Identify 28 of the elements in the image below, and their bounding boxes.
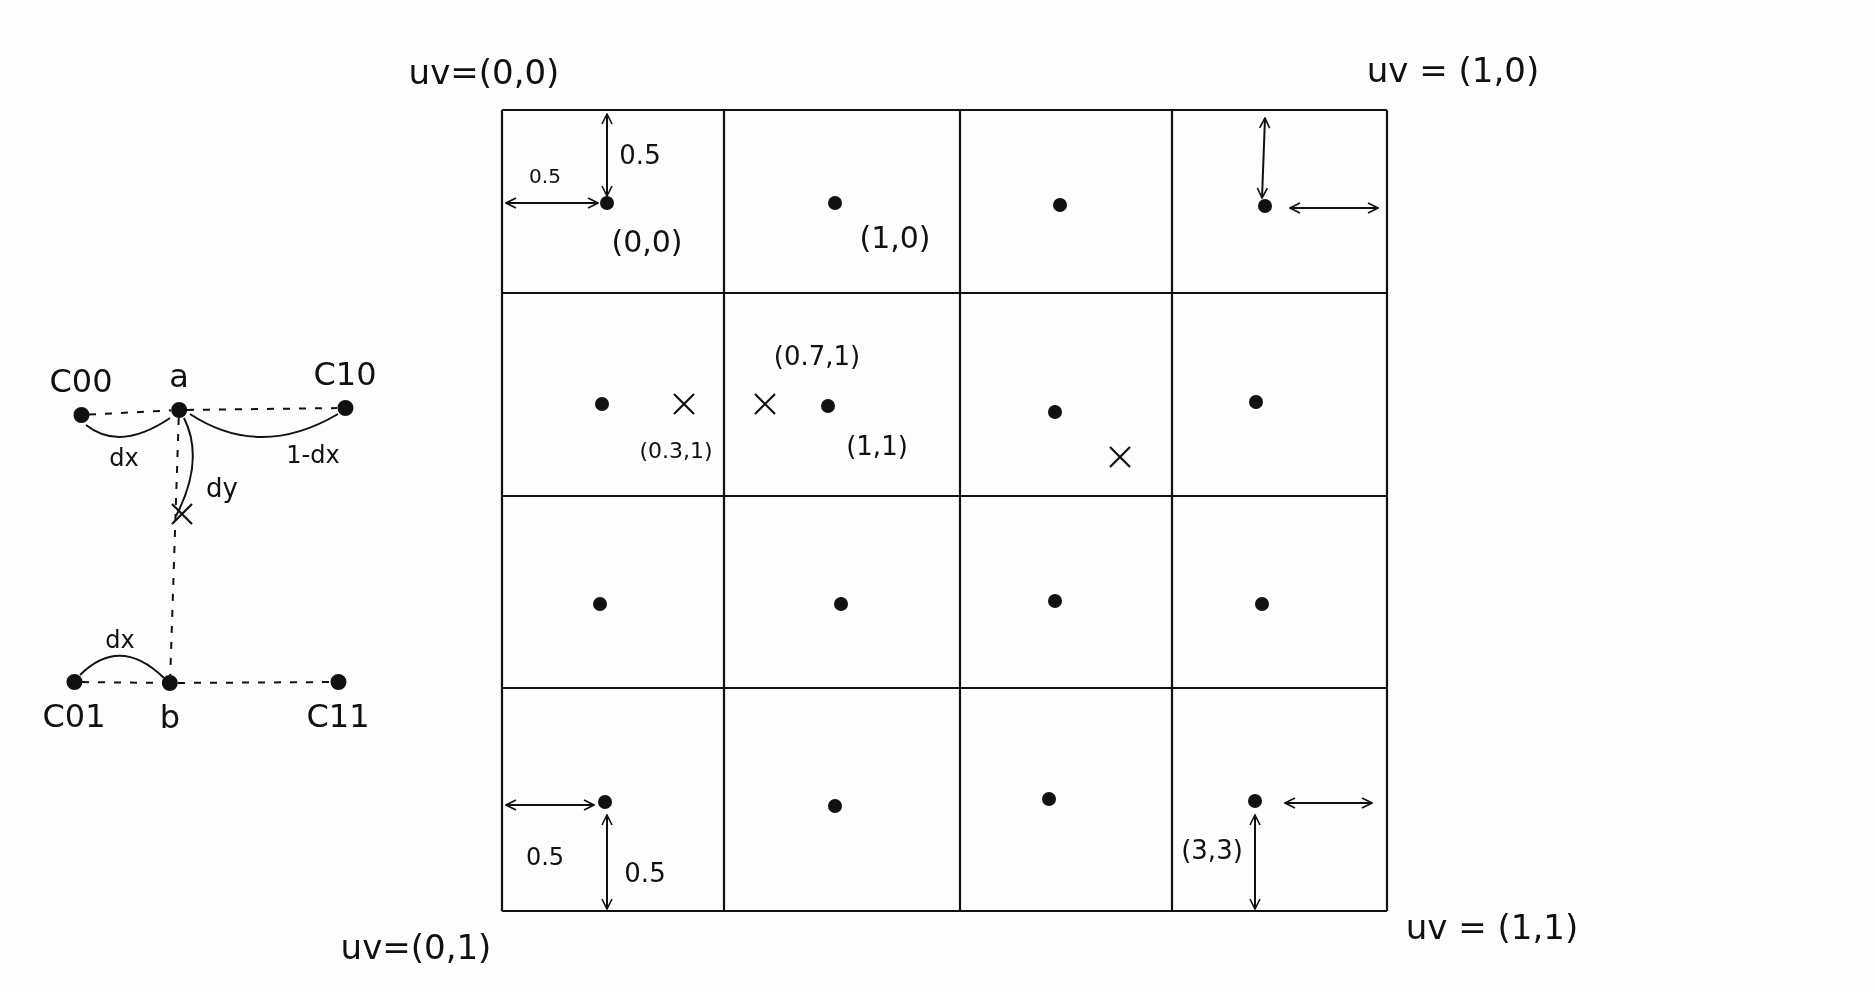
point-label: C10 [313, 358, 377, 390]
point-label: C01 [42, 700, 106, 732]
annotation-text: dx [109, 446, 139, 470]
annotation-text: (1,1) [846, 433, 908, 459]
annotation-text: dy [206, 475, 238, 501]
annotation-text: 0.5 [525, 845, 565, 869]
annotation-text: (0.7,1) [773, 343, 861, 369]
annotation-text: (3,3) [1181, 837, 1243, 863]
dashed-connector [177, 681, 331, 684]
point-label: C11 [306, 700, 370, 732]
annotation-text: 0.5 [624, 860, 666, 886]
annotation-text: 0.5 [619, 142, 661, 168]
annotation-text: dx [105, 628, 135, 652]
annotation-text: (0.3,1) [639, 440, 713, 462]
annotation-text: uv = (1,0) [1366, 53, 1540, 87]
annotation-text: uv=(0,1) [340, 930, 492, 964]
annotation-text: uv = (1,1) [1405, 910, 1579, 944]
annotation-text: uv=(0,0) [408, 55, 560, 89]
dashed-connector [186, 407, 338, 411]
dashed-connector [169, 417, 180, 676]
point-label: a [169, 360, 189, 392]
dashed-connector [88, 409, 172, 416]
annotation-text: 0.5 [529, 166, 561, 186]
annotation-text: 1-dx [286, 443, 340, 467]
annotation-text: (1,0) [859, 223, 931, 253]
annotation-text: (0,0) [611, 227, 683, 257]
point-label: b [159, 701, 181, 733]
point-label: C00 [49, 365, 113, 397]
